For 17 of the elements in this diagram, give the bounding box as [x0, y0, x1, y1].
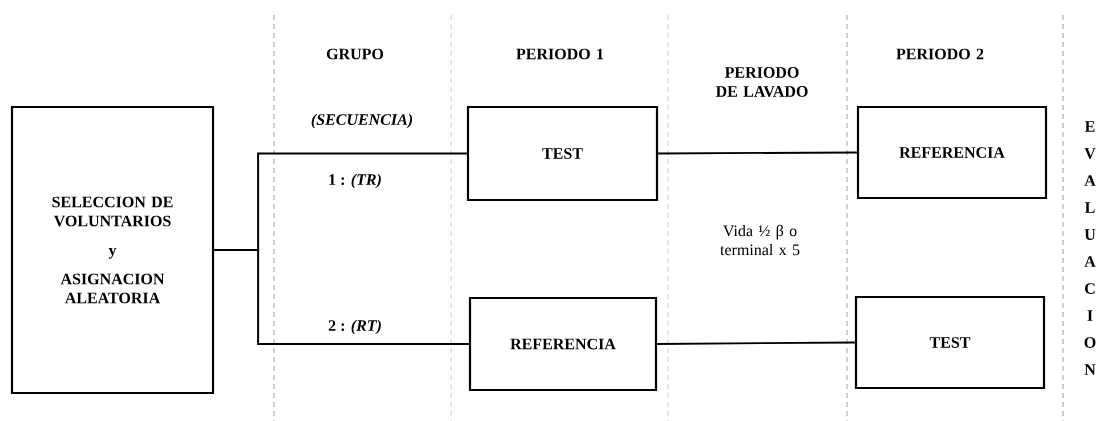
column-header: PERIODO 1: [516, 48, 604, 60]
connector-line: [656, 341, 856, 345]
connector-line: [657, 151, 858, 155]
process-box: REFERENCIA: [468, 296, 658, 392]
edge-label: 1 : (TR): [329, 173, 381, 189]
column-subheader: (SECUENCIA): [311, 113, 413, 129]
process-box: SELECCION DE VOLUNTARIOS y ASIGNACION ALEATORIA: [10, 105, 215, 395]
process-box: REFERENCIA: [856, 105, 1048, 200]
vertical-label: EVALUACION: [1084, 121, 1096, 375]
column-header: PERIODO 2: [896, 48, 984, 60]
column-header: GRUPO: [326, 48, 384, 60]
note-text: Vida ½ β o terminal x 5: [720, 224, 800, 256]
process-box: TEST: [466, 105, 659, 202]
edge-label: 2 : (RT): [328, 319, 381, 335]
process-box: TEST: [854, 295, 1046, 390]
column-header: PERIODO DE LAVADO: [715, 67, 808, 97]
connector-line: [213, 249, 470, 345]
